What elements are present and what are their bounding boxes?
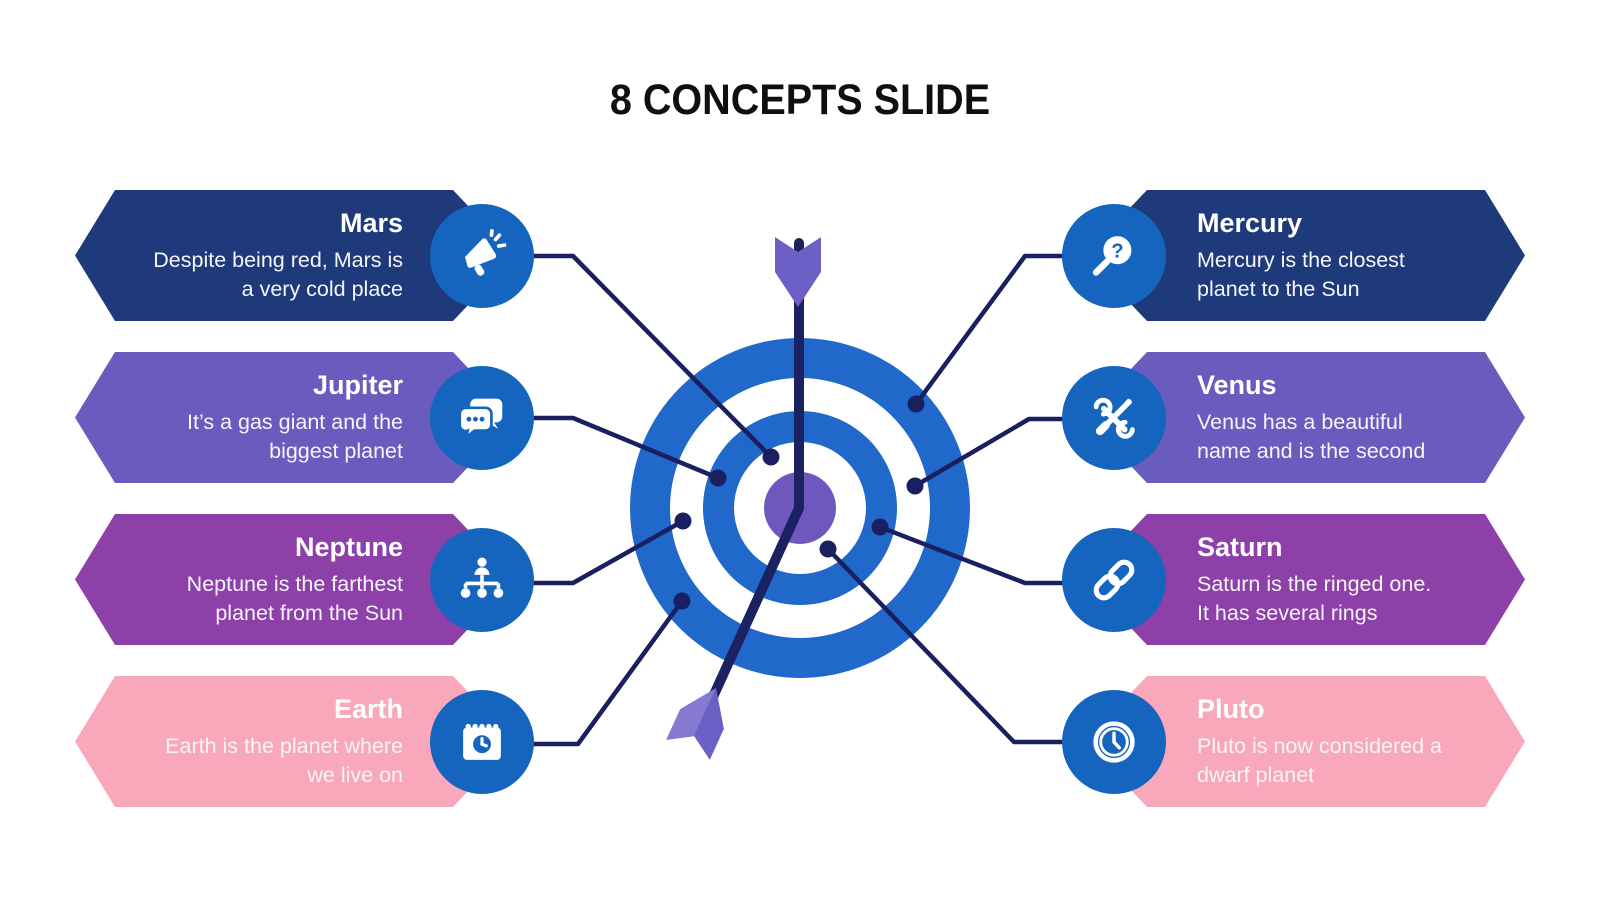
concept-title: Saturn <box>1197 531 1283 562</box>
concept-description: Despite being red, Mars is a very cold p… <box>153 247 403 301</box>
arrow <box>666 237 821 760</box>
connector-line-jupiter <box>531 415 721 481</box>
calendar-clock-icon <box>463 723 501 760</box>
icon-circle-earth <box>430 690 534 794</box>
concept-description: Saturn is the ringed one. It has several… <box>1197 571 1432 625</box>
connector-line-earth <box>531 598 685 747</box>
concept-description: Earth is the planet where we live on <box>165 733 403 787</box>
connector-dot-pluto <box>819 540 837 558</box>
icon-circle-saturn <box>1062 528 1166 632</box>
concept-title: Earth <box>333 693 403 724</box>
concept-description: Venus has a beautiful name and is the se… <box>1197 409 1426 463</box>
icon-circle-mercury: ? <box>1062 204 1166 308</box>
concept-title: Neptune <box>295 531 403 562</box>
tools-icon <box>1093 397 1135 439</box>
connector-line-venus <box>912 416 1069 489</box>
megaphone-icon <box>465 229 507 276</box>
chain-link-icon <box>1093 559 1135 601</box>
icon-circle-neptune <box>430 528 534 632</box>
connector-line-mars <box>531 253 774 460</box>
concept-description: Pluto is now considered a dwarf planet <box>1197 733 1443 787</box>
chat-bubbles-icon <box>458 398 503 441</box>
icon-circle-venus <box>1062 366 1166 470</box>
connector-line-mercury <box>913 253 1069 407</box>
connector-dots <box>673 395 925 610</box>
connector-dot-mars <box>762 448 780 466</box>
concept-title: Venus <box>1197 369 1277 400</box>
concept-title: Mars <box>339 207 403 238</box>
connector-dot-mercury <box>907 395 925 413</box>
arrow-shaft <box>692 238 804 737</box>
concept-title: Jupiter <box>312 369 403 400</box>
connector-dot-earth <box>673 592 691 610</box>
connector-dot-saturn <box>871 518 889 536</box>
connector-dot-jupiter <box>709 469 727 487</box>
concept-description: Neptune is the farthest planet from the … <box>186 571 403 625</box>
svg-text:?: ? <box>1111 240 1123 262</box>
connector-dot-venus <box>906 477 924 495</box>
concept-title: Pluto <box>1197 693 1265 724</box>
connector-line-saturn <box>877 524 1069 586</box>
magnifier-question-icon: ? <box>1092 236 1132 276</box>
connector-dot-neptune <box>674 512 692 530</box>
concept-description: Mercury is the closest planet to the Sun <box>1197 247 1405 301</box>
page-title: 8 CONCEPTS SLIDE <box>609 76 991 124</box>
arrow-fletching-top <box>775 237 821 307</box>
icon-circle-jupiter <box>430 366 534 470</box>
concept-banner-pluto: Pluto Pluto is now considered a dwarf pl… <box>1085 676 1525 807</box>
arrow-fletching-bottom <box>666 688 724 760</box>
concept-description: It’s a gas giant and the biggest planet <box>187 409 403 463</box>
concept-title: Mercury <box>1197 207 1303 238</box>
clock-icon <box>1093 721 1135 763</box>
connector-lines <box>531 253 1069 747</box>
connector-line-pluto <box>825 546 1069 745</box>
icon-circle-mars <box>430 204 534 308</box>
icon-circle-pluto <box>1062 690 1166 794</box>
connector-line-neptune <box>531 518 686 586</box>
org-chart-icon <box>460 557 504 598</box>
